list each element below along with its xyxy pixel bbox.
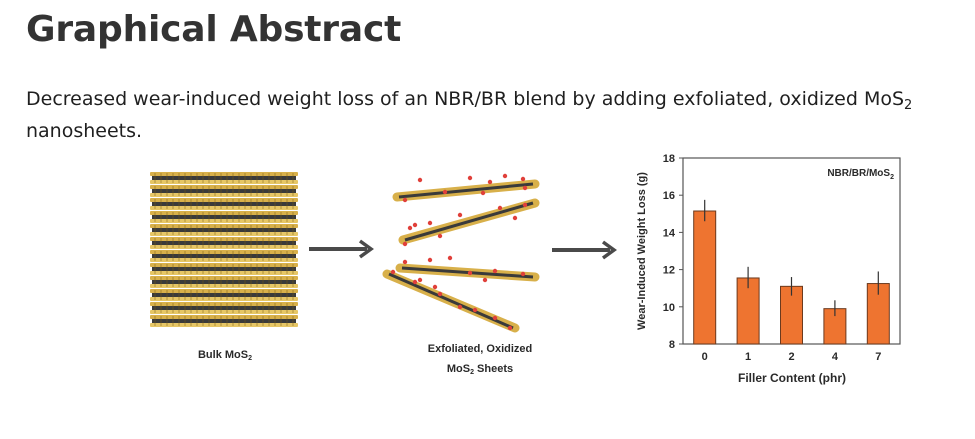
y-tick-label: 12 [663,265,675,277]
page-title: Graphical Abstract [26,9,402,50]
y-tick-label: 8 [669,339,675,351]
x-tick-label: 4 [832,351,839,363]
exfoliated-label-sub: 2 [470,369,474,376]
bulk-label-text: Bulk MoS [197,349,249,361]
bulk-mos2-label: Bulk MoS2 [170,345,280,365]
y-tick-label: 18 [663,153,675,165]
x-tick-label: 0 [702,351,708,363]
exfoliated-sheets-illustration [382,173,540,333]
description-subscript: 2 [904,98,913,113]
y-tick-label: 10 [663,302,675,314]
exfoliated-label-end: Sheets [474,363,514,375]
y-tick-label: 16 [663,190,675,202]
y-tick-label: 14 [663,227,676,239]
exfoliated-label-line1: Exfoliated, Oxidized [427,343,533,355]
chart-bars [693,199,890,345]
exfoliated-sheets-label: Exfoliated, Oxidized MoS2 Sheets [405,339,555,379]
description-text-end: nanosheets. [26,120,143,142]
bulk-mos2-illustration [150,172,298,327]
x-tick-label: 1 [745,351,751,363]
x-tick-label: 7 [875,351,881,363]
exfoliated-label-line2: MoS2 Sheets [405,359,555,379]
x-tick-label: 2 [788,351,794,363]
chart-bar [693,210,717,345]
chart-x-axis-label: Filler Content (phr) [738,371,846,385]
right-arrow-icon [309,239,374,259]
exfoliated-label-mos: MoS [446,363,471,375]
bulk-label-sub: 2 [248,355,253,362]
chart-annotation: NBR/BR/MoS2 [827,168,894,181]
right-arrow-icon [552,240,617,260]
description-text: Decreased wear-induced weight loss of an… [26,88,905,110]
abstract-description: Decreased wear-induced weight loss of an… [26,83,956,147]
chart-y-axis-label: Wear-Induced Weight Loss (g) [636,172,648,330]
